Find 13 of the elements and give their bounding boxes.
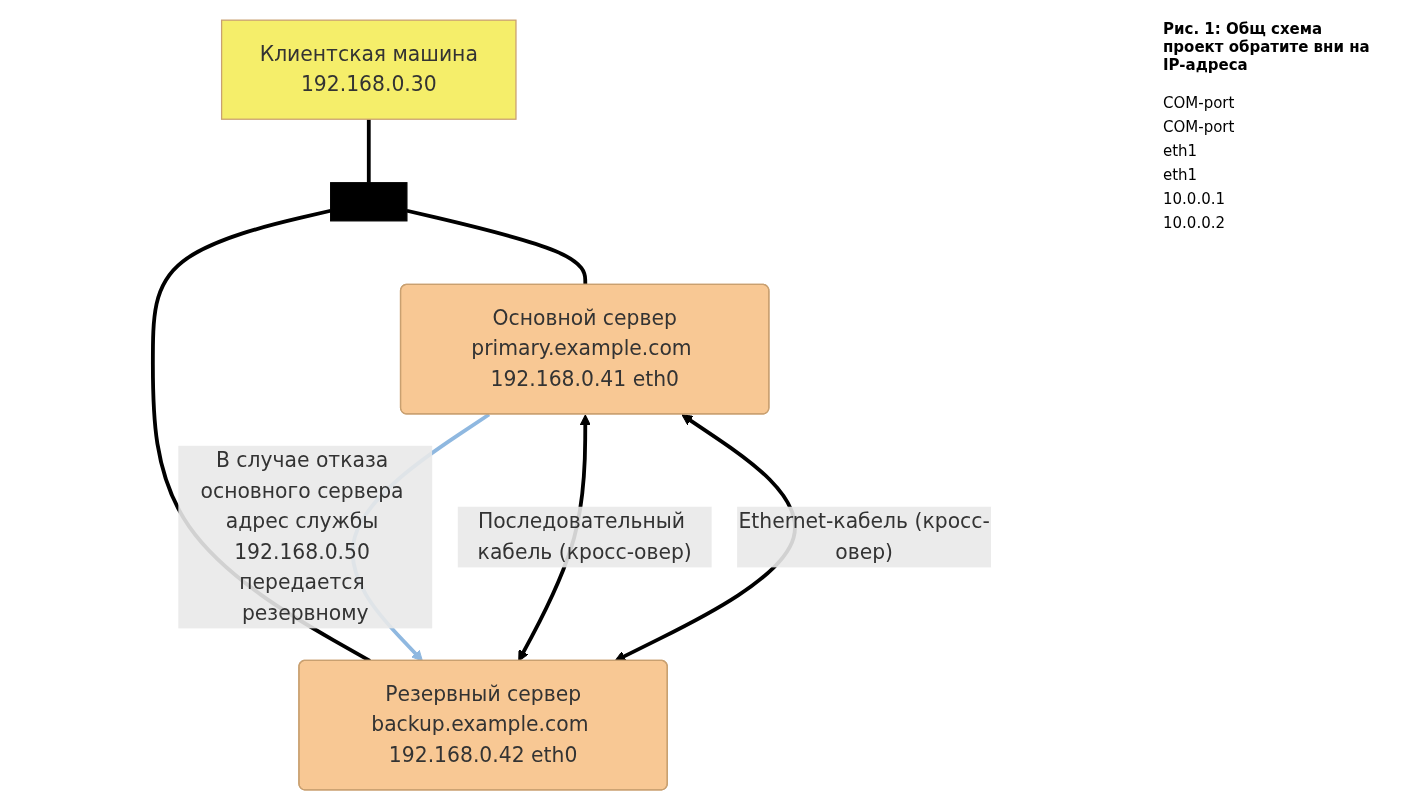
connector: [366, 118, 371, 183]
edge-label: Последовательный кабель (кросс-овер): [477, 508, 692, 564]
port-label: eth1: [1163, 166, 1199, 184]
port-label: eth1: [1163, 142, 1199, 160]
node-bar: [329, 181, 408, 221]
edge-label: В случае отказа основного сервера адрес службы 192.168.0.50 передается резервному: [200, 447, 404, 625]
port-label: COM-port: [1163, 118, 1236, 136]
node-box: Клиентская машина 192.168.0.30: [220, 19, 517, 120]
figure-caption: Рис. 1: Общ схема проект обратите вни на IP-адреса: [1163, 20, 1371, 74]
port-label: 10.0.0.1: [1163, 190, 1227, 208]
edge-label: Ethernet-кабель (кросс-овер): [737, 508, 990, 564]
port-label: 10.0.0.2: [1163, 214, 1227, 232]
port-label: COM-port: [1163, 94, 1236, 112]
